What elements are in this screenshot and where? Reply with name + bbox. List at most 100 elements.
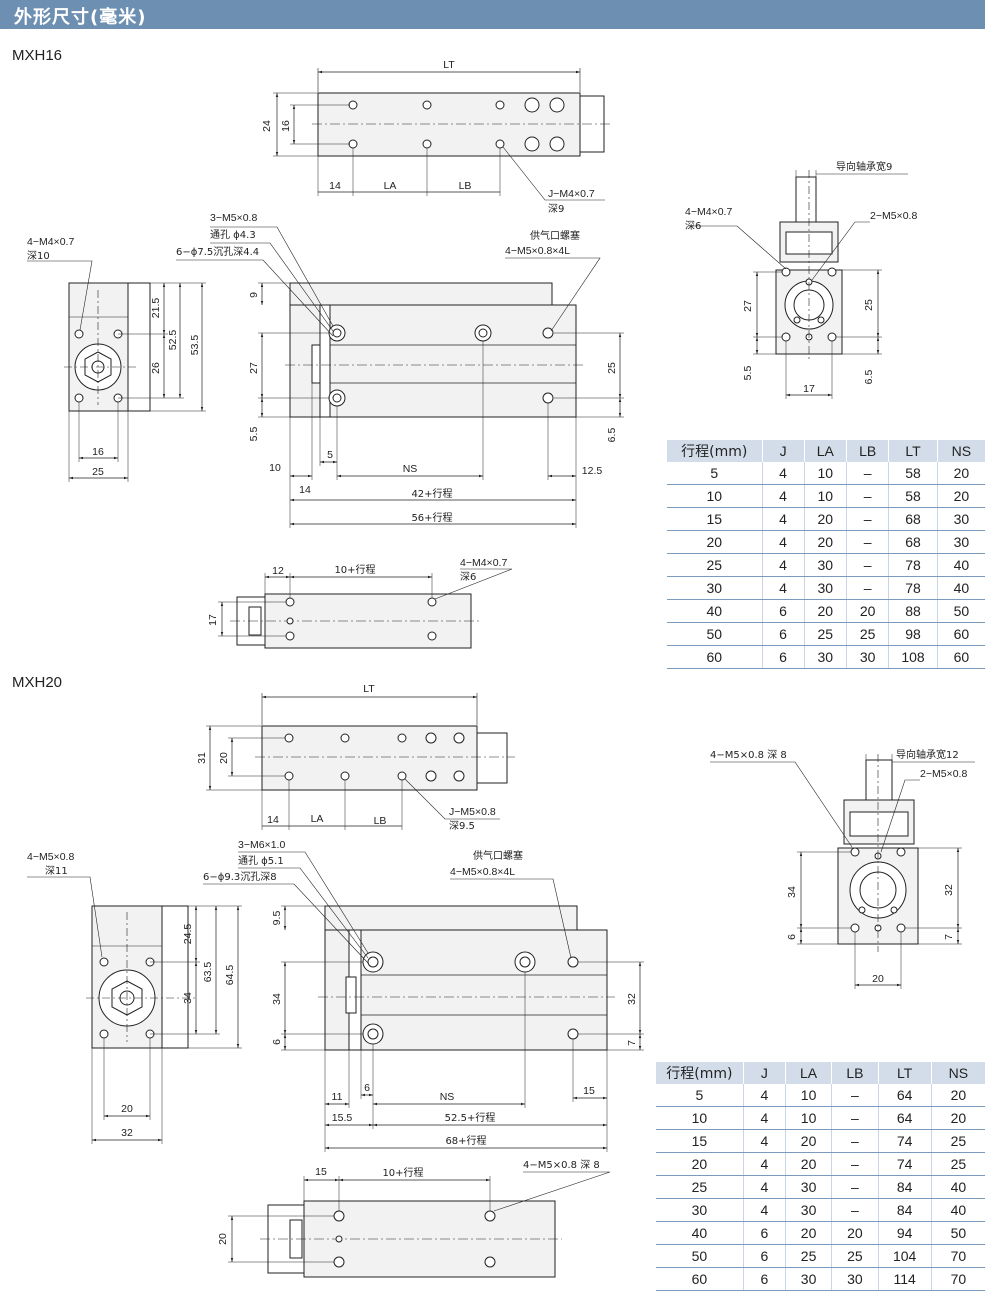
mxh20-right-d20: 20 — [872, 973, 884, 985]
table-cell: 20 — [667, 530, 763, 554]
table-cell: 10 — [667, 484, 763, 508]
mxh16-right-view — [688, 170, 908, 399]
mxh16-side-d10: 10 — [269, 462, 281, 474]
mxh20-right-d32: 32 — [943, 884, 955, 896]
table-cell: 68 — [888, 507, 938, 531]
table-cell: 20 — [804, 507, 847, 531]
table-cell: 4 — [743, 1084, 786, 1107]
mxh20-bottom-view — [228, 1171, 611, 1278]
table-cell: 64 — [878, 1106, 932, 1130]
table-cell: 74 — [878, 1152, 932, 1176]
mxh16-top-lb: LB — [459, 180, 472, 192]
table-header-cell: NS — [931, 1062, 985, 1084]
mxh20-top-jdepth: 深9.5 — [449, 820, 475, 832]
table-cell: 70 — [931, 1244, 985, 1268]
mxh16-right-d27: 27 — [742, 300, 754, 312]
table-header-cell: LA — [804, 440, 847, 462]
table-cell: 15 — [667, 507, 763, 531]
mxh20-side-ns: NS — [440, 1091, 455, 1103]
mxh20-end-d20: 20 — [121, 1103, 133, 1115]
mxh20-end-d24-5: 24.5 — [182, 924, 194, 945]
mxh20-bottom-d20: 20 — [217, 1233, 229, 1245]
table-cell: 30 — [831, 1267, 879, 1291]
table-header-cell: LB — [831, 1062, 879, 1084]
mxh20-right-d7: 7 — [943, 934, 955, 940]
mxh16-end-d21-5: 21.5 — [150, 298, 162, 319]
table-cell: – — [831, 1084, 879, 1107]
table-cell: 58 — [888, 484, 938, 508]
mxh20-end-d64-5: 64.5 — [224, 965, 236, 986]
table-cell: 30 — [804, 576, 847, 600]
model-label-mxh16: MXH16 — [12, 47, 63, 64]
mxh20-right-view — [710, 754, 975, 989]
mxh16-end-d25: 25 — [92, 466, 104, 478]
table-cell: 30 — [937, 507, 985, 531]
mxh16-side-d25: 25 — [606, 362, 618, 374]
mxh20-top-view — [206, 693, 515, 830]
table-cell: 4 — [762, 530, 805, 554]
table-cell: 98 — [888, 622, 938, 646]
mxh16-end-d16: 16 — [92, 446, 104, 458]
table-cell: 30 — [667, 576, 763, 600]
table-cell: 20 — [846, 599, 890, 623]
table-header-cell: J — [762, 440, 805, 462]
table-cell: 4 — [762, 484, 805, 508]
table-cell: 4 — [743, 1129, 786, 1153]
table-cell: 64 — [878, 1084, 932, 1107]
table-cell: 30 — [785, 1267, 833, 1291]
table-cell: – — [846, 484, 890, 508]
table-cell: 25 — [846, 622, 890, 646]
table-header-cell: 行程(mm) — [656, 1062, 744, 1084]
table-cell: 4 — [743, 1175, 786, 1199]
table-cell: 30 — [846, 645, 890, 669]
table-cell: 40 — [937, 553, 985, 577]
mxh16-side-callout-3: 6−ϕ7.5沉孔深4.4 — [176, 245, 259, 258]
mxh16-side-d6-5: 6.5 — [606, 428, 618, 443]
mxh16-bottom-d12: 12 — [272, 565, 284, 577]
mxh16-right-guide: 导向轴承宽9 — [836, 160, 892, 173]
table-cell: 30 — [804, 553, 847, 577]
table-cell: – — [831, 1106, 879, 1130]
mxh16-top-holes — [348, 97, 565, 152]
mxh16-end-hole: 4−M4×0.7 — [27, 236, 74, 248]
table-cell: 68 — [888, 530, 938, 554]
mxh16-side-view — [176, 226, 624, 528]
table-cell: 50 — [656, 1244, 744, 1268]
mxh20-top-h31: 31 — [196, 752, 208, 764]
mxh16-end-depth: 深10 — [27, 250, 50, 262]
mxh20-side-d32: 32 — [626, 993, 638, 1005]
table-cell: – — [846, 507, 890, 531]
table-cell: 40 — [667, 599, 763, 623]
mxh20-top-lb: LB — [374, 815, 387, 827]
section-title: 外形尺寸(毫米) — [14, 7, 147, 28]
mxh20-top-d14: 14 — [267, 814, 279, 826]
table-cell: 10 — [785, 1084, 833, 1107]
mxh16-right-d17: 17 — [803, 383, 815, 395]
table-cell: – — [831, 1152, 879, 1176]
table-cell: – — [846, 576, 890, 600]
mxh20-side-d9-5: 9.5 — [271, 911, 283, 926]
mxh20-side-view — [203, 851, 644, 1152]
table-cell: 5 — [667, 462, 763, 485]
table-cell: 6 — [762, 645, 805, 669]
table-cell: 25 — [667, 553, 763, 577]
table-cell: 30 — [656, 1198, 744, 1222]
mxh20-top-lt: LT — [363, 683, 375, 695]
table-cell: 40 — [931, 1198, 985, 1222]
mxh16-side-callout-2: 通孔 ϕ4.3 — [210, 229, 256, 241]
mxh20-side-port-thread: 4−M5×0.8×4L — [450, 866, 515, 878]
mxh20-right-d6: 6 — [786, 934, 798, 940]
mxh16-top-h24: 24 — [261, 120, 273, 132]
table-cell: 4 — [743, 1152, 786, 1176]
mxh20-right-d34: 34 — [786, 886, 798, 898]
table-cell: 60 — [937, 645, 985, 669]
table-cell: 5 — [656, 1084, 744, 1107]
mxh16-side-d5: 5 — [327, 449, 333, 461]
